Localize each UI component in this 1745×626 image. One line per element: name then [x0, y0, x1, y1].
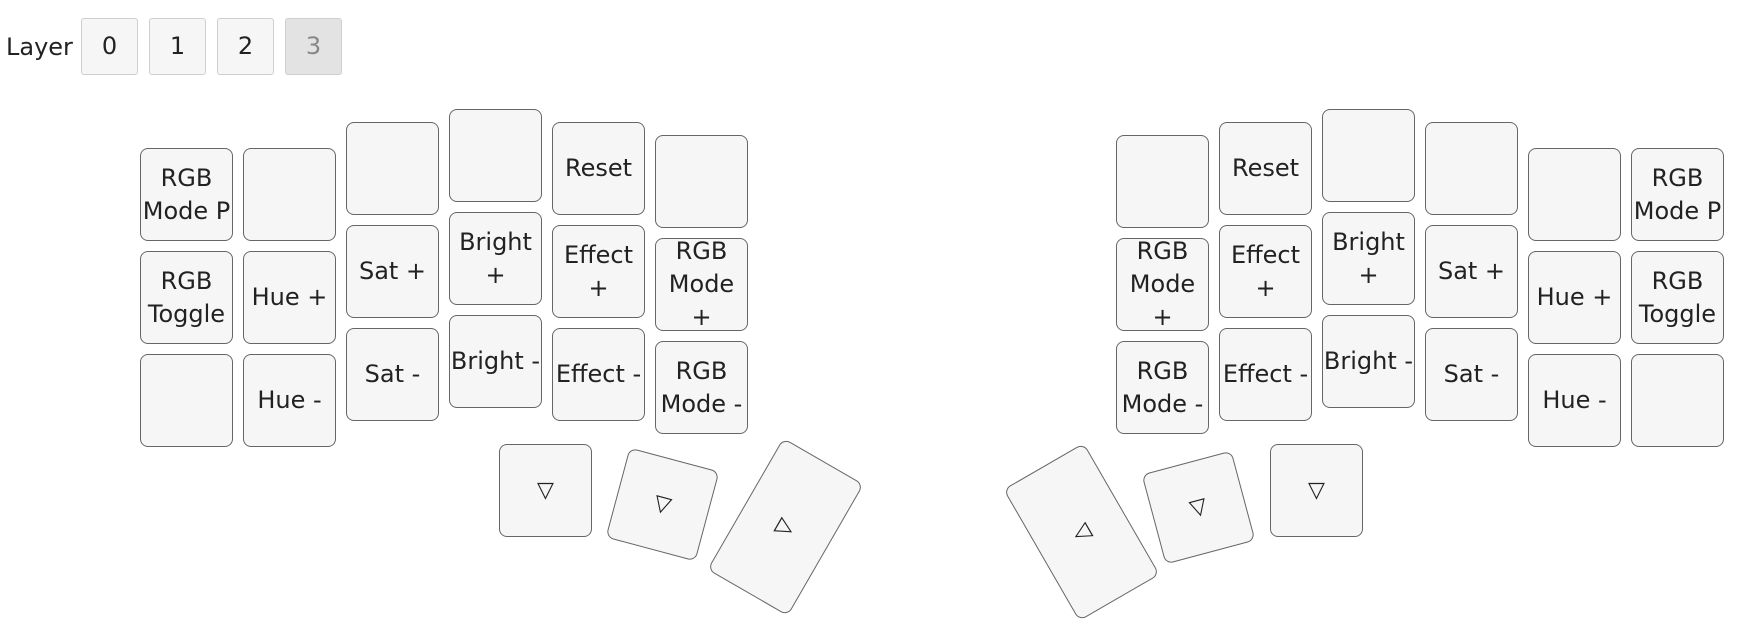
- left-key-r2-c4[interactable]: Effect -: [552, 328, 645, 421]
- right-key-r1-c5[interactable]: RGB Toggle: [1631, 251, 1724, 344]
- left-thumb-key-1[interactable]: ▽: [499, 444, 592, 537]
- left-key-r1-c0[interactable]: RGB Toggle: [140, 251, 233, 344]
- right-key-r0-c1[interactable]: Reset: [1219, 122, 1312, 215]
- left-key-r1-c4[interactable]: Effect +: [552, 225, 645, 318]
- right-key-r2-c3[interactable]: Sat -: [1425, 328, 1518, 421]
- right-key-r2-c1[interactable]: Effect -: [1219, 328, 1312, 421]
- left-key-r1-c2[interactable]: Sat +: [346, 225, 439, 318]
- right-thumb-key-1[interactable]: ◁: [1003, 442, 1160, 622]
- right-key-r0-c2[interactable]: [1322, 109, 1415, 202]
- right-key-r0-c5[interactable]: RGB Mode P: [1631, 148, 1724, 241]
- right-key-r1-c3[interactable]: Sat +: [1425, 225, 1518, 318]
- left-key-r1-c3[interactable]: Bright +: [449, 212, 542, 305]
- left-key-r2-c0[interactable]: [140, 354, 233, 447]
- layer-button-2[interactable]: 2: [217, 18, 274, 75]
- left-key-r0-c4[interactable]: Reset: [552, 122, 645, 215]
- left-key-r0-c2[interactable]: [346, 122, 439, 215]
- right-key-r0-c3[interactable]: [1425, 122, 1518, 215]
- left-key-r0-c5[interactable]: [655, 135, 748, 228]
- left-key-r1-c5[interactable]: RGB Mode +: [655, 237, 748, 331]
- right-key-r2-c5[interactable]: [1631, 354, 1724, 447]
- layer-button-0[interactable]: 0: [81, 18, 138, 75]
- left-key-r2-c3[interactable]: Bright -: [449, 315, 542, 408]
- left-key-r1-c1[interactable]: Hue +: [243, 251, 336, 344]
- left-key-r2-c1[interactable]: Hue -: [243, 354, 336, 447]
- thumb-arrow-icon: ▽: [1187, 493, 1210, 522]
- right-thumb-key-3[interactable]: ▽: [1270, 444, 1363, 537]
- left-thumb-key-2[interactable]: ▽: [605, 447, 720, 562]
- left-key-r0-c3[interactable]: [449, 109, 542, 202]
- left-key-r2-c2[interactable]: Sat -: [346, 328, 439, 421]
- thumb-arrow-icon: ◁: [1067, 516, 1096, 548]
- right-thumb-key-2[interactable]: ▽: [1141, 450, 1256, 565]
- layer-label: Layer: [6, 33, 73, 61]
- right-key-r0-c4[interactable]: [1528, 148, 1621, 241]
- layer-button-3[interactable]: 3: [285, 18, 342, 75]
- right-key-r2-c0[interactable]: RGB Mode -: [1116, 341, 1209, 434]
- thumb-arrow-icon: ▷: [771, 511, 800, 543]
- thumb-arrow-icon: ▽: [537, 478, 554, 503]
- layer-button-1[interactable]: 1: [149, 18, 206, 75]
- right-key-r1-c0[interactable]: RGB Mode +: [1116, 237, 1209, 331]
- left-key-r2-c5[interactable]: RGB Mode -: [655, 341, 748, 434]
- right-key-r0-c0[interactable]: [1116, 135, 1209, 228]
- right-key-r1-c4[interactable]: Hue +: [1528, 251, 1621, 344]
- left-thumb-key-3[interactable]: ▷: [707, 437, 864, 617]
- right-key-r1-c1[interactable]: Effect +: [1219, 225, 1312, 318]
- right-key-r2-c2[interactable]: Bright -: [1322, 315, 1415, 408]
- right-key-r2-c4[interactable]: Hue -: [1528, 354, 1621, 447]
- left-key-r0-c0[interactable]: RGB Mode P: [140, 148, 233, 241]
- left-key-r0-c1[interactable]: [243, 148, 336, 241]
- thumb-arrow-icon: ▽: [651, 490, 674, 519]
- right-key-r1-c2[interactable]: Bright +: [1322, 212, 1415, 305]
- thumb-arrow-icon: ▽: [1308, 478, 1325, 503]
